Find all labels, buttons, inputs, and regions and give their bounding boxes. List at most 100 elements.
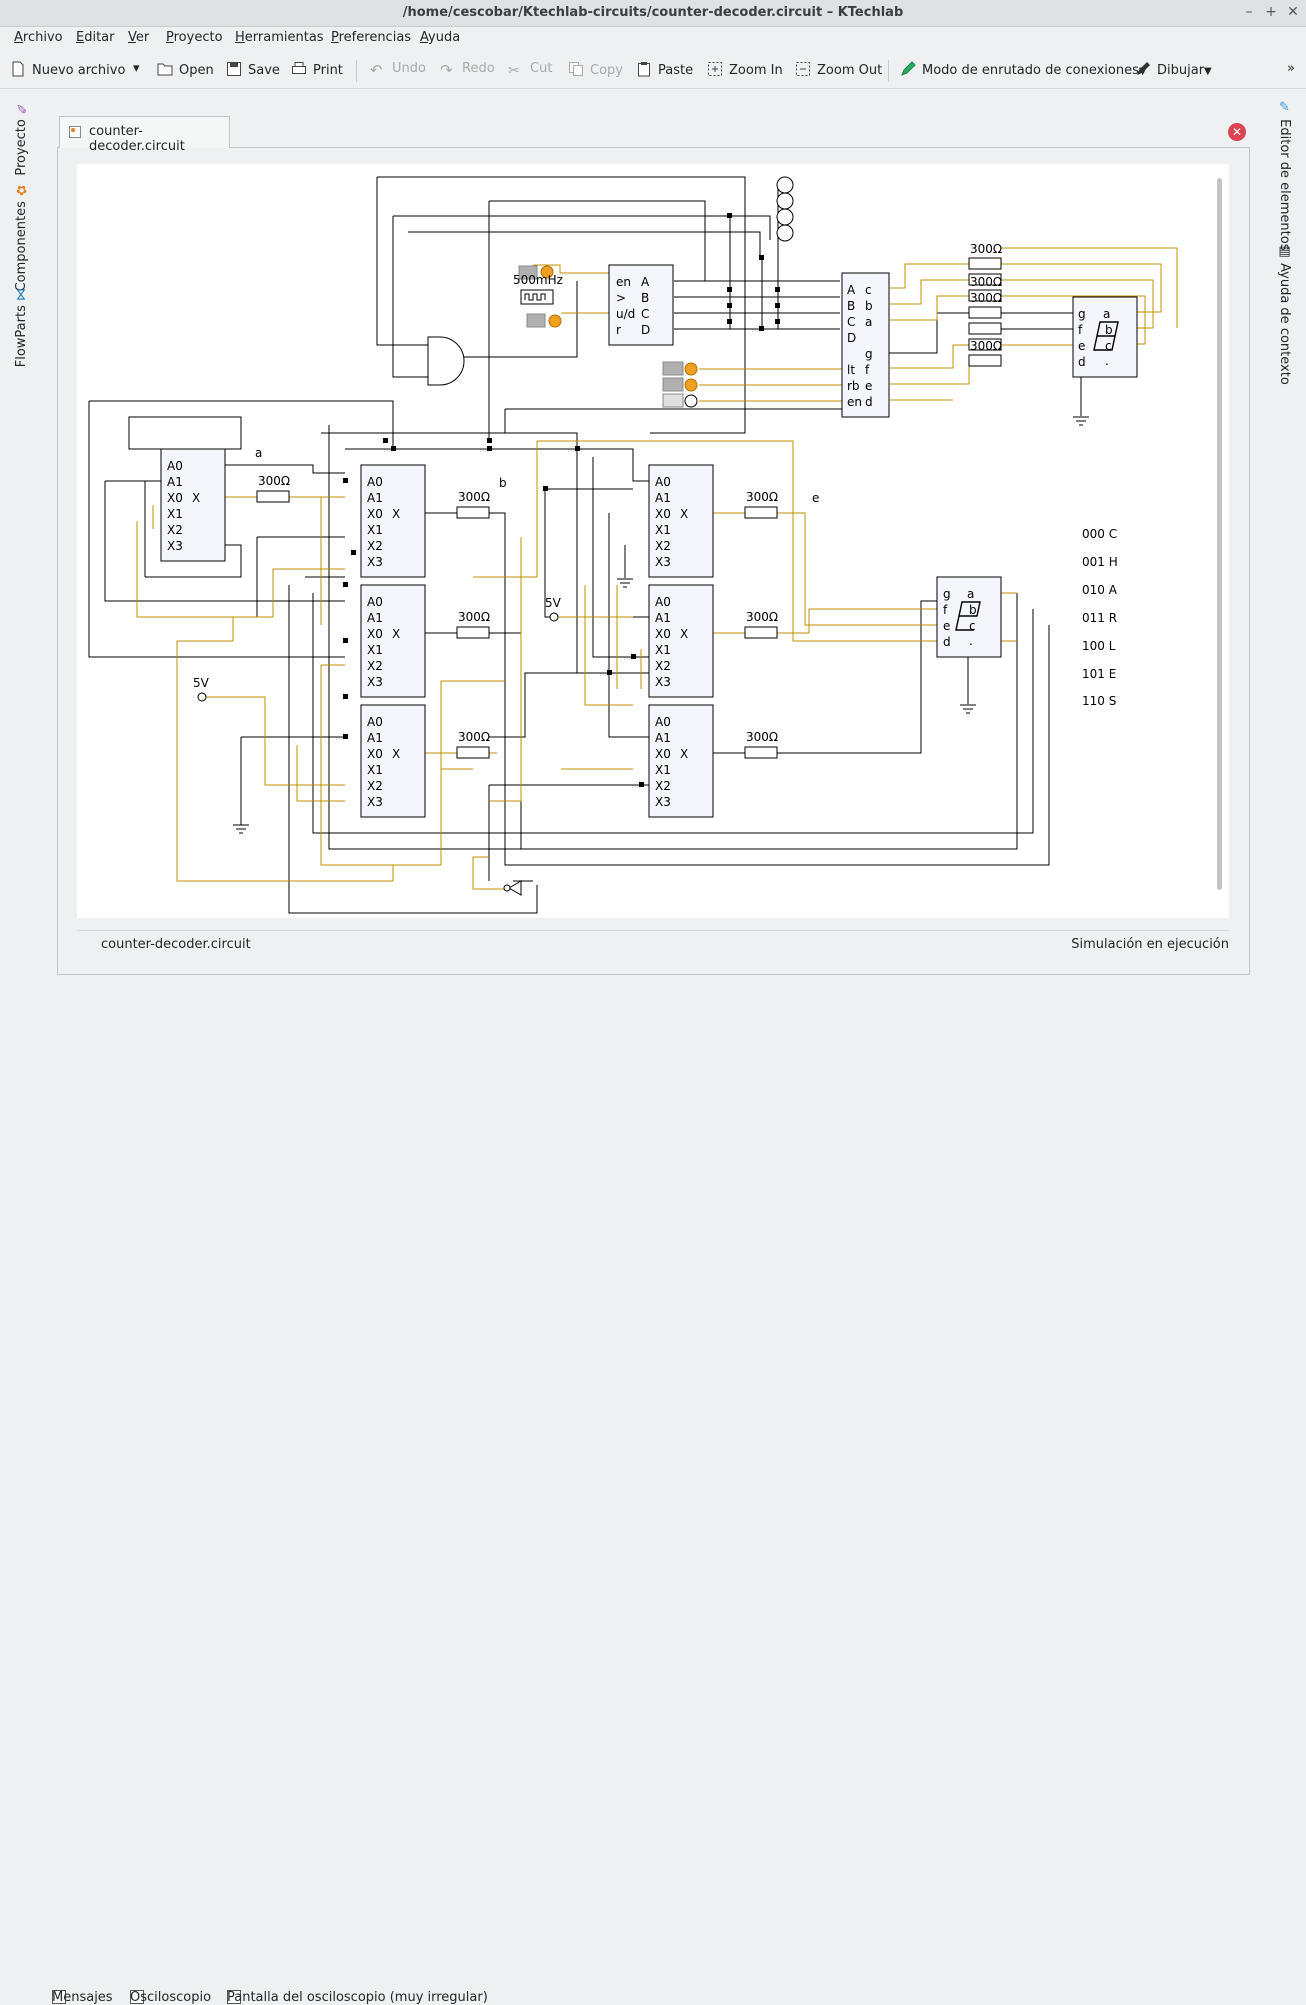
toolbar-overflow-button[interactable]: » [1287, 61, 1295, 76]
close-icon[interactable]: ✕ [1287, 4, 1299, 20]
mux-output-label: X [680, 627, 688, 641]
document-tab[interactable]: counter-decoder.circuit [59, 116, 230, 154]
undo-button[interactable]: ↶Undo [370, 61, 426, 81]
zoom-in-button[interactable]: Zoom In [707, 61, 783, 81]
mux-output-label: X [392, 747, 400, 761]
save-button[interactable]: Save [226, 61, 280, 81]
paste-button[interactable]: Paste [636, 61, 693, 81]
pencil-green-icon [901, 61, 916, 76]
close-document-icon[interactable]: ✕ [1228, 123, 1246, 141]
menu-editar[interactable]: Editar [76, 30, 115, 45]
mux-pin-label: X2 [367, 539, 383, 553]
print-button[interactable]: Print [291, 61, 343, 81]
copy-label: Copy [590, 63, 623, 78]
counter-pin-r: r [616, 323, 621, 337]
redo-button[interactable]: ↷Redo [440, 61, 495, 81]
decoder-pin-rb: rb [847, 379, 860, 393]
mux-pin-label: X3 [167, 539, 183, 553]
mux-pin-label: X3 [367, 675, 383, 689]
mux-pin-label: A0 [367, 715, 383, 729]
new-file-icon [12, 61, 24, 77]
resistor[interactable] [456, 626, 490, 639]
supply-5v: 5V [193, 676, 210, 690]
tab-componentes[interactable]: Componentes ✿ [14, 182, 29, 291]
tab-context-help-label: Ayuda de contexto [1277, 263, 1292, 385]
multiplexer[interactable] [648, 704, 714, 818]
menu-preferencias[interactable]: Preferencias [331, 30, 412, 45]
tab-messages-label: Mensajes [52, 1990, 113, 2005]
scrollbar-thumb[interactable] [1217, 178, 1222, 890]
truth-row: 011 R [1082, 611, 1117, 625]
undo-icon: ↶ [370, 61, 383, 79]
menu-ayuda[interactable]: Ayuda [420, 30, 461, 45]
open-label: Open [179, 63, 214, 78]
resistor[interactable] [744, 746, 778, 759]
minimize-icon[interactable]: – [1245, 4, 1253, 20]
tab-context-help[interactable]: ▤ Ayuda de contexto [1277, 244, 1292, 385]
menu-proyecto[interactable]: Proyecto [166, 30, 223, 45]
mux-output-label: X [392, 507, 400, 521]
copy-button[interactable]: Copy [568, 61, 623, 81]
resistor[interactable] [256, 490, 290, 503]
open-button[interactable]: Open [157, 61, 214, 81]
decoder-pin-lt: lt [847, 363, 855, 377]
resistor[interactable] [744, 626, 778, 639]
mux-pin-label: X0 [655, 747, 671, 761]
mux-pin-label: X0 [167, 491, 183, 505]
decoder-out-e: e [865, 379, 872, 393]
tab-flowparts[interactable]: FlowParts ⋈ [14, 288, 29, 367]
scissors-icon: ✂ [508, 63, 520, 79]
multiplexer[interactable] [160, 448, 226, 562]
tab-proyecto[interactable]: Proyecto ✎ [14, 100, 29, 176]
zoom-in-label: Zoom In [729, 63, 783, 78]
canvas-vertical-scrollbar[interactable] [1213, 170, 1225, 912]
mux-pin-label: A0 [367, 475, 383, 489]
circuit-canvas[interactable]: 500mHz en > u/d r A B C D A B C D lt rb … [77, 164, 1229, 918]
multiplexer[interactable] [360, 464, 426, 578]
resistor[interactable] [456, 506, 490, 519]
seg2-label-b: b [969, 603, 977, 617]
truth-row: 110 S [1082, 694, 1116, 708]
resistor-label: 300Ω [970, 339, 1002, 353]
resistor[interactable] [744, 506, 778, 519]
mux-pin-label: X0 [367, 627, 383, 641]
menu-ver[interactable]: Ver [128, 30, 150, 45]
seg1-pin-e: e [1078, 339, 1085, 353]
mux-pin-label: X1 [367, 763, 383, 777]
resistor-label: 300Ω [458, 610, 490, 624]
multiplexer[interactable] [360, 584, 426, 698]
routing-mode-button[interactable]: Modo de enrutado de conexiones▼ [900, 61, 1147, 81]
circuit-schematic[interactable]: 500mHz en > u/d r A B C D A B C D lt rb … [77, 164, 1229, 918]
toolbar-separator [888, 60, 889, 82]
decoder-pin-d: D [847, 331, 856, 345]
menu-herramientas[interactable]: Herramientas [235, 30, 324, 45]
supply-5v: 5V [545, 596, 562, 610]
resistor-label: 300Ω [746, 610, 778, 624]
draw-button[interactable]: Dibujar▼ [1135, 61, 1212, 81]
decoder-out-c: c [865, 283, 872, 297]
menu-archivo[interactable]: Archivo [14, 30, 63, 45]
multiplexer[interactable] [360, 704, 426, 818]
tab-flowparts-label: FlowParts [14, 305, 29, 368]
new-file-dropdown[interactable]: ▾ [133, 61, 140, 81]
zoom-out-label: Zoom Out [817, 63, 883, 78]
title-bar: /home/cescobar/Ktechlab-circuits/counter… [0, 0, 1306, 27]
resistor-label: 300Ω [258, 474, 290, 488]
draw-label: Dibujar [1157, 63, 1205, 78]
mux-pin-label: A1 [655, 731, 671, 745]
tab-item-editor[interactable]: ✎ Editor de elementos [1277, 100, 1292, 250]
truth-row: 010 A [1082, 583, 1118, 597]
maximize-icon[interactable]: + [1265, 4, 1277, 20]
cut-button[interactable]: ✂Cut [508, 61, 552, 81]
multiplexer[interactable] [648, 464, 714, 578]
folder-icon [157, 63, 173, 76]
new-file-button[interactable]: Nuevo archivo [10, 61, 125, 81]
decoder-pin-en: en [847, 395, 862, 409]
multiplexer[interactable] [648, 584, 714, 698]
circuit-file-icon [69, 126, 81, 138]
zoom-out-button[interactable]: Zoom Out [795, 61, 882, 81]
seg2-label-dot: . [969, 634, 973, 648]
mux-pin-label: X0 [367, 747, 383, 761]
counter-pin-d: D [641, 323, 650, 337]
resistor[interactable] [456, 746, 490, 759]
